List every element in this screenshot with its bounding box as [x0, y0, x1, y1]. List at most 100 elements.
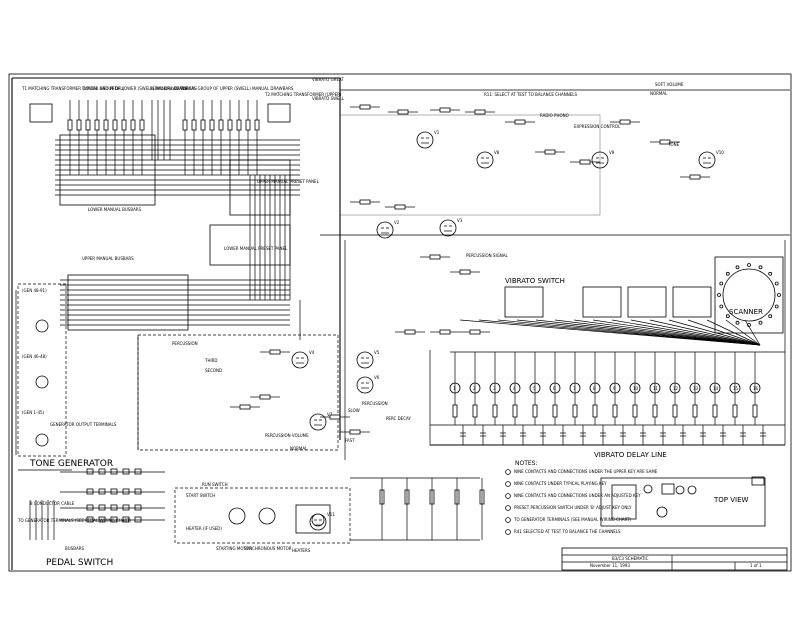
- scanner-frame: [714, 256, 784, 334]
- resistor: [579, 159, 591, 165]
- pedal-contact: [134, 516, 142, 523]
- vibrato-switch-3[interactable]: [627, 286, 667, 318]
- tube-label: V4: [309, 350, 315, 355]
- drawbar-resistor: [94, 119, 100, 131]
- delay-resistor: [572, 404, 578, 418]
- drawbar-resistor: [103, 119, 109, 131]
- delay-stage-number: 4: [513, 386, 516, 391]
- normal-label: NORMAL: [290, 446, 308, 451]
- scanner-pin: [717, 293, 721, 297]
- delay-resistor: [592, 404, 598, 418]
- note-marker: [505, 505, 511, 511]
- delay-stage-number: 9: [613, 386, 616, 391]
- drawbar-resistor: [200, 119, 206, 131]
- second-label: SECOND: [205, 368, 222, 373]
- vibrato-switch-1[interactable]: [504, 286, 544, 318]
- tube-envelope: [698, 151, 716, 169]
- drawbar-resistor: [254, 119, 260, 131]
- delay-stage-number: 12: [673, 386, 679, 391]
- note-marker: [505, 517, 511, 523]
- tube-label: V10: [716, 150, 724, 155]
- delay-coil: [689, 382, 701, 394]
- scanner-pin: [719, 304, 724, 309]
- notes-title: NOTES:: [515, 460, 538, 467]
- scanner-pin: [735, 320, 740, 325]
- delay-stage-number: 7: [573, 386, 576, 391]
- vibrato-switch-title: VIBRATO SWITCH: [505, 277, 565, 285]
- busbar-wiring: [11, 77, 340, 570]
- vibrato-switch-4[interactable]: [672, 286, 712, 318]
- tube-envelope: [291, 351, 309, 369]
- scanner-feed: [687, 319, 761, 346]
- pedal-contact: [122, 488, 130, 495]
- drawbar-resistor: [245, 119, 251, 131]
- resistor: [619, 119, 631, 125]
- title-block: B3/C3 SCHEMATIC November 11, 1993 1 of 1: [561, 547, 788, 571]
- resistor: [469, 329, 481, 335]
- synchronous-motor: [258, 507, 276, 525]
- power-transformer: [295, 504, 331, 534]
- delay-coil: [669, 382, 681, 394]
- scanner-pin: [777, 293, 781, 297]
- scanner-feed: [668, 319, 761, 346]
- scanner-pin: [747, 263, 751, 267]
- scanner-feed: [554, 319, 761, 346]
- resistor: [239, 404, 251, 410]
- scanner-pin: [735, 265, 740, 270]
- delay-coil: [609, 382, 621, 394]
- lower-manual-busbars-label: LOWER MANUAL BUSBARS: [88, 207, 142, 212]
- scanner-feed: [649, 319, 761, 346]
- delay-resistor: [472, 404, 478, 418]
- pedal-contact: [86, 488, 94, 495]
- tube-label: V5: [374, 350, 380, 355]
- preamp-area: [339, 114, 601, 216]
- note-marker: [505, 481, 511, 487]
- scanner-pin: [774, 304, 779, 309]
- gen-4891-label: (GEN 48-91): [22, 288, 47, 293]
- upper-preset-panel-box: [229, 159, 291, 216]
- scanner-feed: [573, 319, 761, 346]
- upper-drawbar-group: [182, 100, 260, 175]
- pedal-contact: [86, 468, 94, 475]
- to-generator-terminals-label: TO GENERATOR TERMINALS (SEE PEDAL WIRING…: [17, 518, 131, 523]
- expression-control-label: EXPRESSION CONTROL: [574, 124, 621, 129]
- tube-label: V8: [494, 150, 500, 155]
- delay-coil: [589, 382, 601, 394]
- delay-resistor: [512, 404, 518, 418]
- vibrato-switch-2[interactable]: [582, 286, 622, 318]
- drawbar-resistor: [182, 119, 188, 131]
- tone-generator-title: TONE GENERATOR: [29, 459, 113, 469]
- generator-wheel-2: [35, 375, 49, 389]
- drawbar-resistor: [139, 119, 145, 131]
- typical-group-upper-label: TYPICAL GROUP OF UPPER (SWELL) MANUAL DR…: [179, 86, 294, 91]
- fast-label: FAST: [345, 438, 355, 443]
- resistor: [359, 104, 371, 110]
- delay-coil: [469, 382, 481, 394]
- gen-145-label: (GEN 1-45): [22, 410, 45, 415]
- resistor: [349, 429, 361, 435]
- pedal-contact: [86, 516, 94, 523]
- scanner-pin: [768, 314, 773, 319]
- delay-stage-number: 10: [633, 386, 639, 391]
- pedal-contact: [110, 468, 118, 475]
- delay-stage-number: 3: [493, 386, 496, 391]
- transformer-t1: [29, 103, 53, 123]
- scanner-feed: [744, 319, 761, 346]
- lower-manual-preset-panel-label: LOWER MANUAL PRESET PANEL: [224, 246, 288, 251]
- heaters-label: HEATERS: [292, 548, 311, 553]
- delay-stage-number: 1: [453, 386, 456, 391]
- slow-label: SLOW: [348, 408, 360, 413]
- pedal-contact: [98, 468, 106, 475]
- scanner-feed: [706, 319, 761, 346]
- scanner-feed: [535, 319, 761, 346]
- note-marker: [505, 493, 511, 499]
- title-block-title: B3/C3 SCHEMATIC: [612, 556, 649, 561]
- drawbar-resistor: [236, 119, 242, 131]
- percussion-label: PERCUSSION: [172, 341, 198, 346]
- tube-label: V11: [327, 512, 335, 517]
- transformer-t2: [267, 103, 291, 123]
- upper-busbar-box: [67, 274, 189, 331]
- busbars-label: BUSBARS: [65, 546, 84, 551]
- pedal-contact: [98, 504, 106, 511]
